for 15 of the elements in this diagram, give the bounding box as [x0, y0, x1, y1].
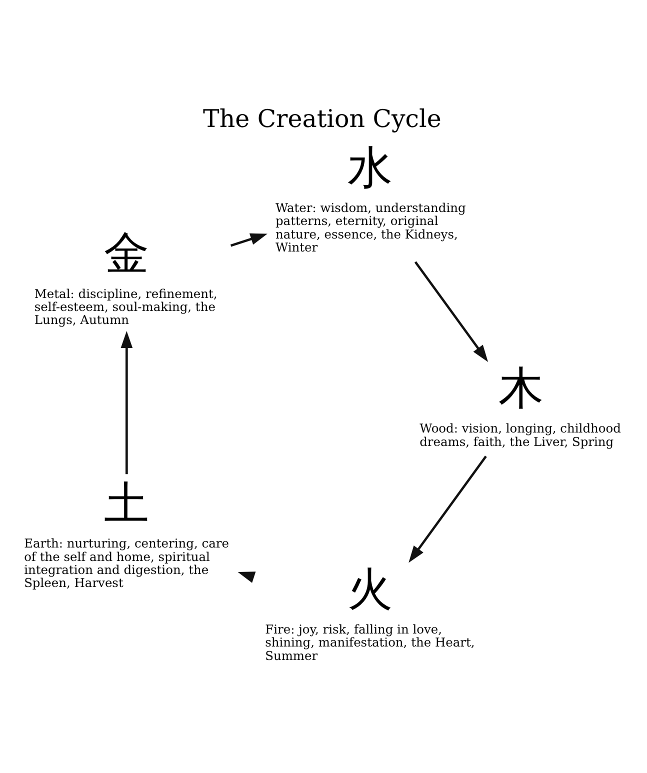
arrow	[230, 232, 268, 246]
arrow	[120, 330, 133, 474]
node-label: Fire: joy, risk, falling in love, shining, manifestation, the Heart, Summer	[265, 622, 475, 662]
node-text: 土	[104, 476, 150, 529]
node-text: 金	[104, 226, 150, 280]
node-label: Metal: discipline, refinement, self-esteem, soul-making, the Lungs, Autumn	[34, 286, 218, 327]
node-label: Water: wisdom, understanding patterns, eternity, original nature, essence, the Kidneys, Winter	[275, 200, 466, 254]
diagram-title: The Creation Cycle	[203, 104, 442, 133]
arrow	[414, 260, 488, 362]
node-label: Earth: nurturing, centering, care of the self and home, spiritual integration and digestion, the Spleen, Harvest	[24, 536, 229, 590]
node-text: 火	[347, 562, 392, 615]
node-text: 木	[498, 360, 544, 414]
arrow	[408, 455, 487, 562]
node-text: 水	[347, 140, 392, 194]
node-label: Wood: vision, longing, childhood dreams, faith, the Liver, Spring	[420, 421, 621, 448]
